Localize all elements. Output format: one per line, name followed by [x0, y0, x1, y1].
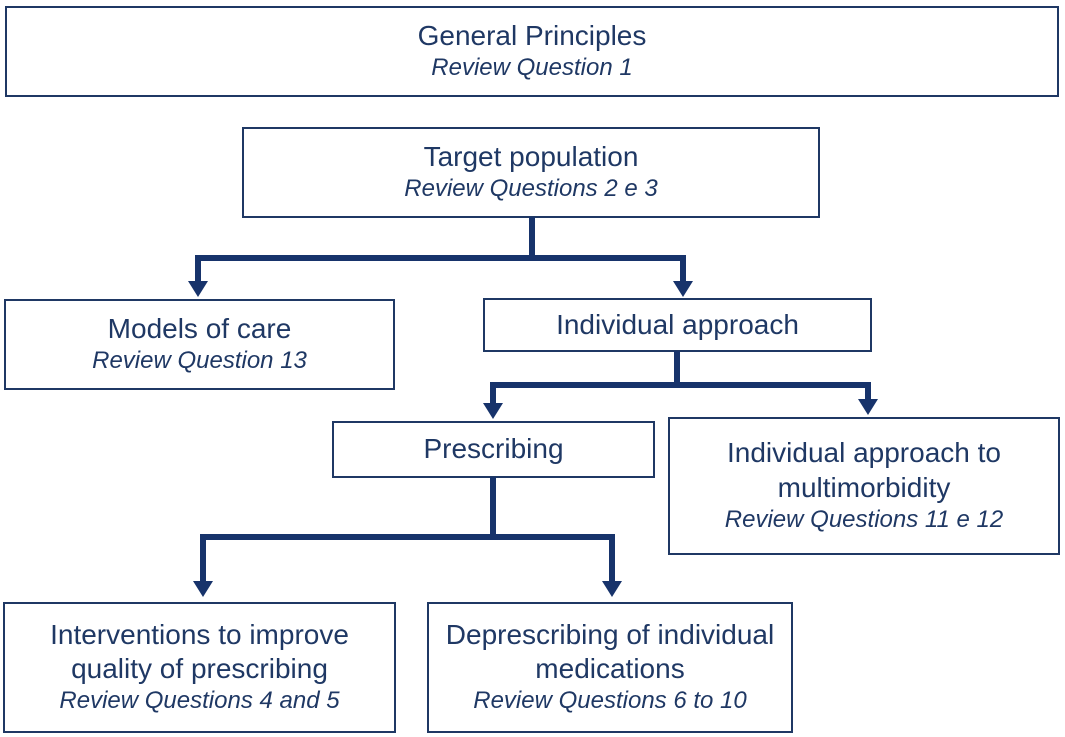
- node-title: Individual approach: [556, 308, 799, 340]
- node-subtitle: Review Questions 2 e 3: [404, 175, 658, 203]
- connector-target-population-bar: [195, 255, 686, 261]
- node-deprescribing-of-individual-medications: Deprescribing of individual medications …: [427, 602, 793, 733]
- arrow-down-icon: [858, 399, 878, 415]
- node-subtitle: Review Questions 11 e 12: [724, 505, 1004, 533]
- connector-stem-to-multimorbidity: [865, 382, 871, 399]
- node-title: Prescribing: [423, 433, 564, 465]
- connector-prescribing-drop: [490, 477, 496, 540]
- node-title: Interventions to improve quality of pres…: [50, 618, 349, 685]
- connector-individual-approach-bar: [490, 382, 871, 388]
- connector-stem-to-individual-approach: [680, 255, 686, 282]
- node-title: General Principles: [417, 20, 647, 52]
- node-title: Models of care: [107, 313, 292, 345]
- node-general-principles: General Principles Review Question 1: [5, 6, 1059, 97]
- connector-stem-to-deprescribing: [609, 534, 615, 582]
- connector-stem-to-prescribing: [490, 382, 496, 404]
- arrow-down-icon: [193, 581, 213, 597]
- node-subtitle: Review Question 1: [431, 54, 633, 82]
- node-title: Deprescribing of individual medications: [445, 618, 775, 685]
- node-subtitle: Review Question 13: [92, 347, 307, 375]
- node-subtitle: Review Questions 6 to 10: [473, 687, 747, 715]
- connector-prescribing-bar: [200, 534, 615, 540]
- connector-individual-approach-drop: [674, 351, 680, 388]
- node-title: Individual approach to multimorbidity: [727, 437, 1001, 503]
- node-interventions-to-improve-quality-of-prescribing: Interventions to improve quality of pres…: [3, 602, 396, 733]
- node-models-of-care: Models of care Review Question 13: [4, 299, 395, 390]
- arrow-down-icon: [188, 281, 208, 297]
- connector-stem-to-interventions: [200, 534, 206, 582]
- node-subtitle: Review Questions 4 and 5: [59, 687, 340, 715]
- arrow-down-icon: [673, 281, 693, 297]
- node-individual-approach-to-multimorbidity: Individual approach to multimorbidity Re…: [668, 417, 1060, 555]
- arrow-down-icon: [602, 581, 622, 597]
- node-target-population: Target population Review Questions 2 e 3: [242, 127, 820, 218]
- connector-stem-to-models-of-care: [195, 255, 201, 282]
- node-title: Target population: [423, 141, 639, 173]
- arrow-down-icon: [483, 403, 503, 419]
- node-individual-approach: Individual approach: [483, 298, 872, 352]
- node-prescribing: Prescribing: [332, 421, 655, 478]
- connector-target-population-drop: [529, 217, 535, 261]
